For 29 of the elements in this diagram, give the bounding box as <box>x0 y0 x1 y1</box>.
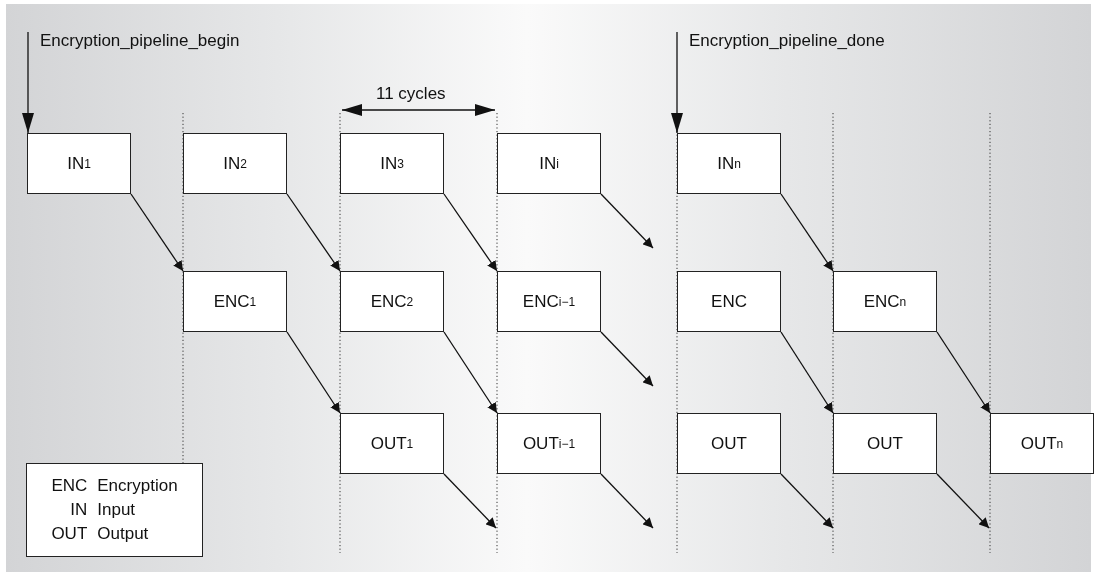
arrow <box>286 331 341 414</box>
stage-box: OUT <box>677 413 781 474</box>
legend-abbreviation: OUT <box>50 523 88 545</box>
dimension-label: 11 cycles <box>376 84 446 104</box>
stage-box: OUT <box>833 413 937 474</box>
arrow <box>443 193 498 272</box>
arrow <box>936 331 991 414</box>
legend-description: Output <box>97 523 150 545</box>
arrow <box>780 331 834 414</box>
signal-label: Encryption_pipeline_begin <box>40 31 240 51</box>
legend-box <box>26 463 203 557</box>
legend-description: Input <box>97 499 137 521</box>
arrow <box>600 473 654 529</box>
legend-abbreviation: ENC <box>50 475 88 497</box>
arrow <box>600 193 654 249</box>
arrow <box>443 473 497 529</box>
arrow <box>780 473 834 529</box>
stage-box: ENC <box>677 271 781 332</box>
arrow <box>22 31 34 134</box>
arrow <box>286 193 341 272</box>
arrow <box>443 331 498 414</box>
arrow <box>671 31 683 134</box>
signal-label: Encryption_pipeline_done <box>689 31 885 51</box>
arrow <box>936 473 990 529</box>
legend-abbreviation: IN <box>69 499 88 521</box>
arrow <box>600 331 654 387</box>
legend-description: Encryption <box>97 475 179 497</box>
arrow <box>130 193 184 272</box>
arrow <box>780 193 834 272</box>
